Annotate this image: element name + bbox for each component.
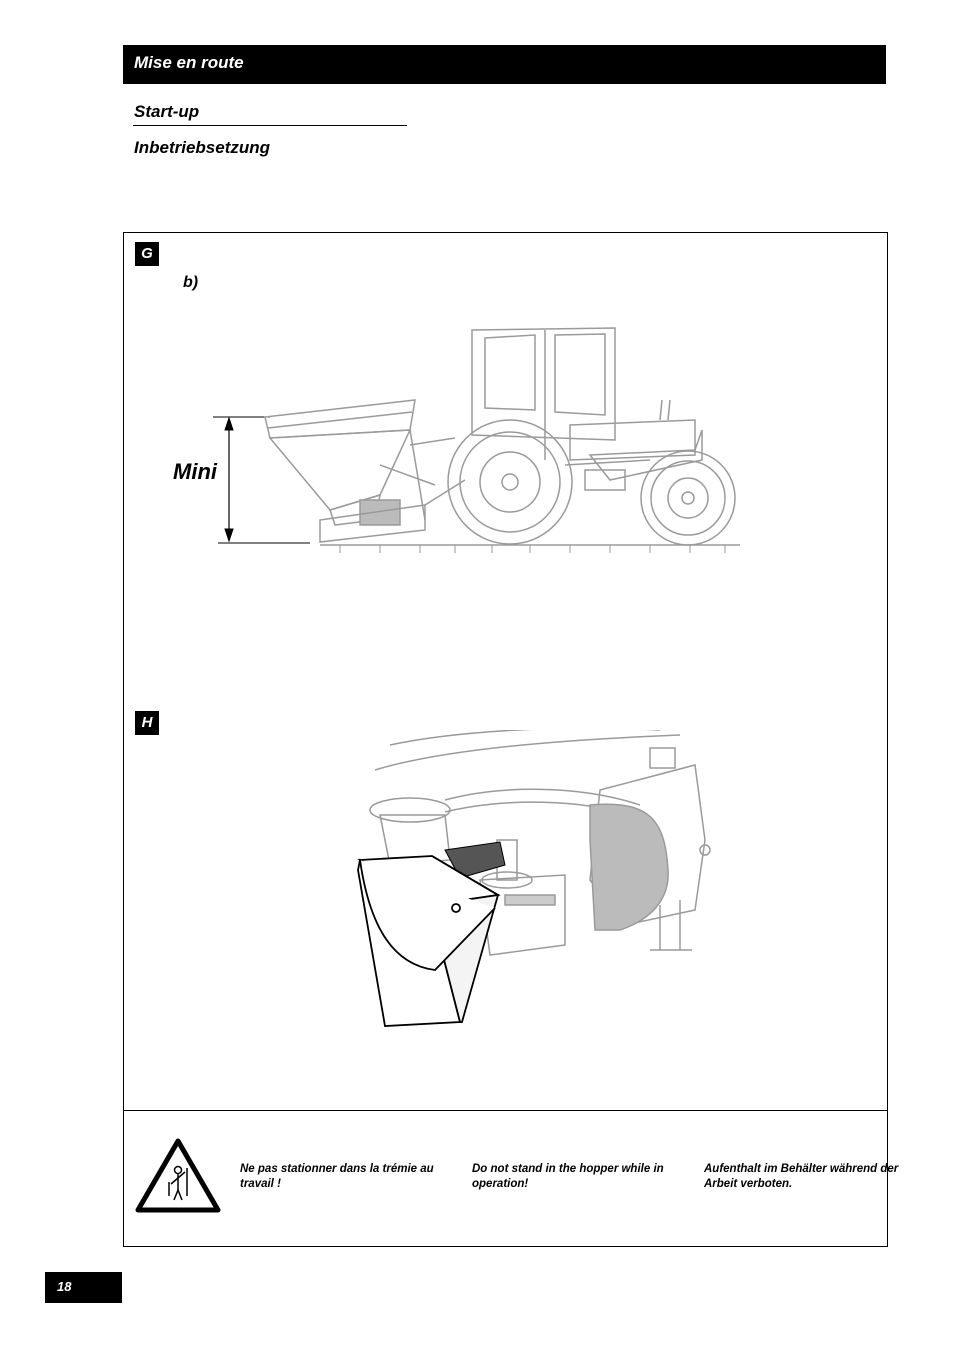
subtitle-rule <box>133 125 407 126</box>
subtitle-german: Inbetriebsetzung <box>134 138 271 157</box>
height-dimension-label: Mini <box>173 459 217 484</box>
person-in-hopper-warning-icon <box>135 1138 221 1213</box>
page-number-badge: 18 <box>45 1272 122 1303</box>
figure-h-badge: H <box>135 711 159 735</box>
section-title: Mise en route <box>134 53 244 72</box>
section-header-bar: Mise en route <box>123 45 886 84</box>
tractor-spreader-illustration <box>213 327 740 553</box>
subtitle-english: Start-up <box>134 102 200 121</box>
warning-text-french: Ne pas stationner dans la trémie au trav… <box>240 1163 434 1190</box>
figure-g-badge: G <box>135 242 159 266</box>
warning-text-english: Do not stand in the hopper while in oper… <box>472 1163 664 1190</box>
warning-text-german: Aufenthalt im Behälter während der Arbei… <box>704 1163 899 1190</box>
hopper-bucket-illustration <box>357 730 711 1027</box>
page-number: 18 <box>57 1279 72 1294</box>
figure-frame <box>123 232 888 1247</box>
figure-g-sublabel: b) <box>183 274 199 291</box>
warning-divider <box>123 1110 887 1111</box>
